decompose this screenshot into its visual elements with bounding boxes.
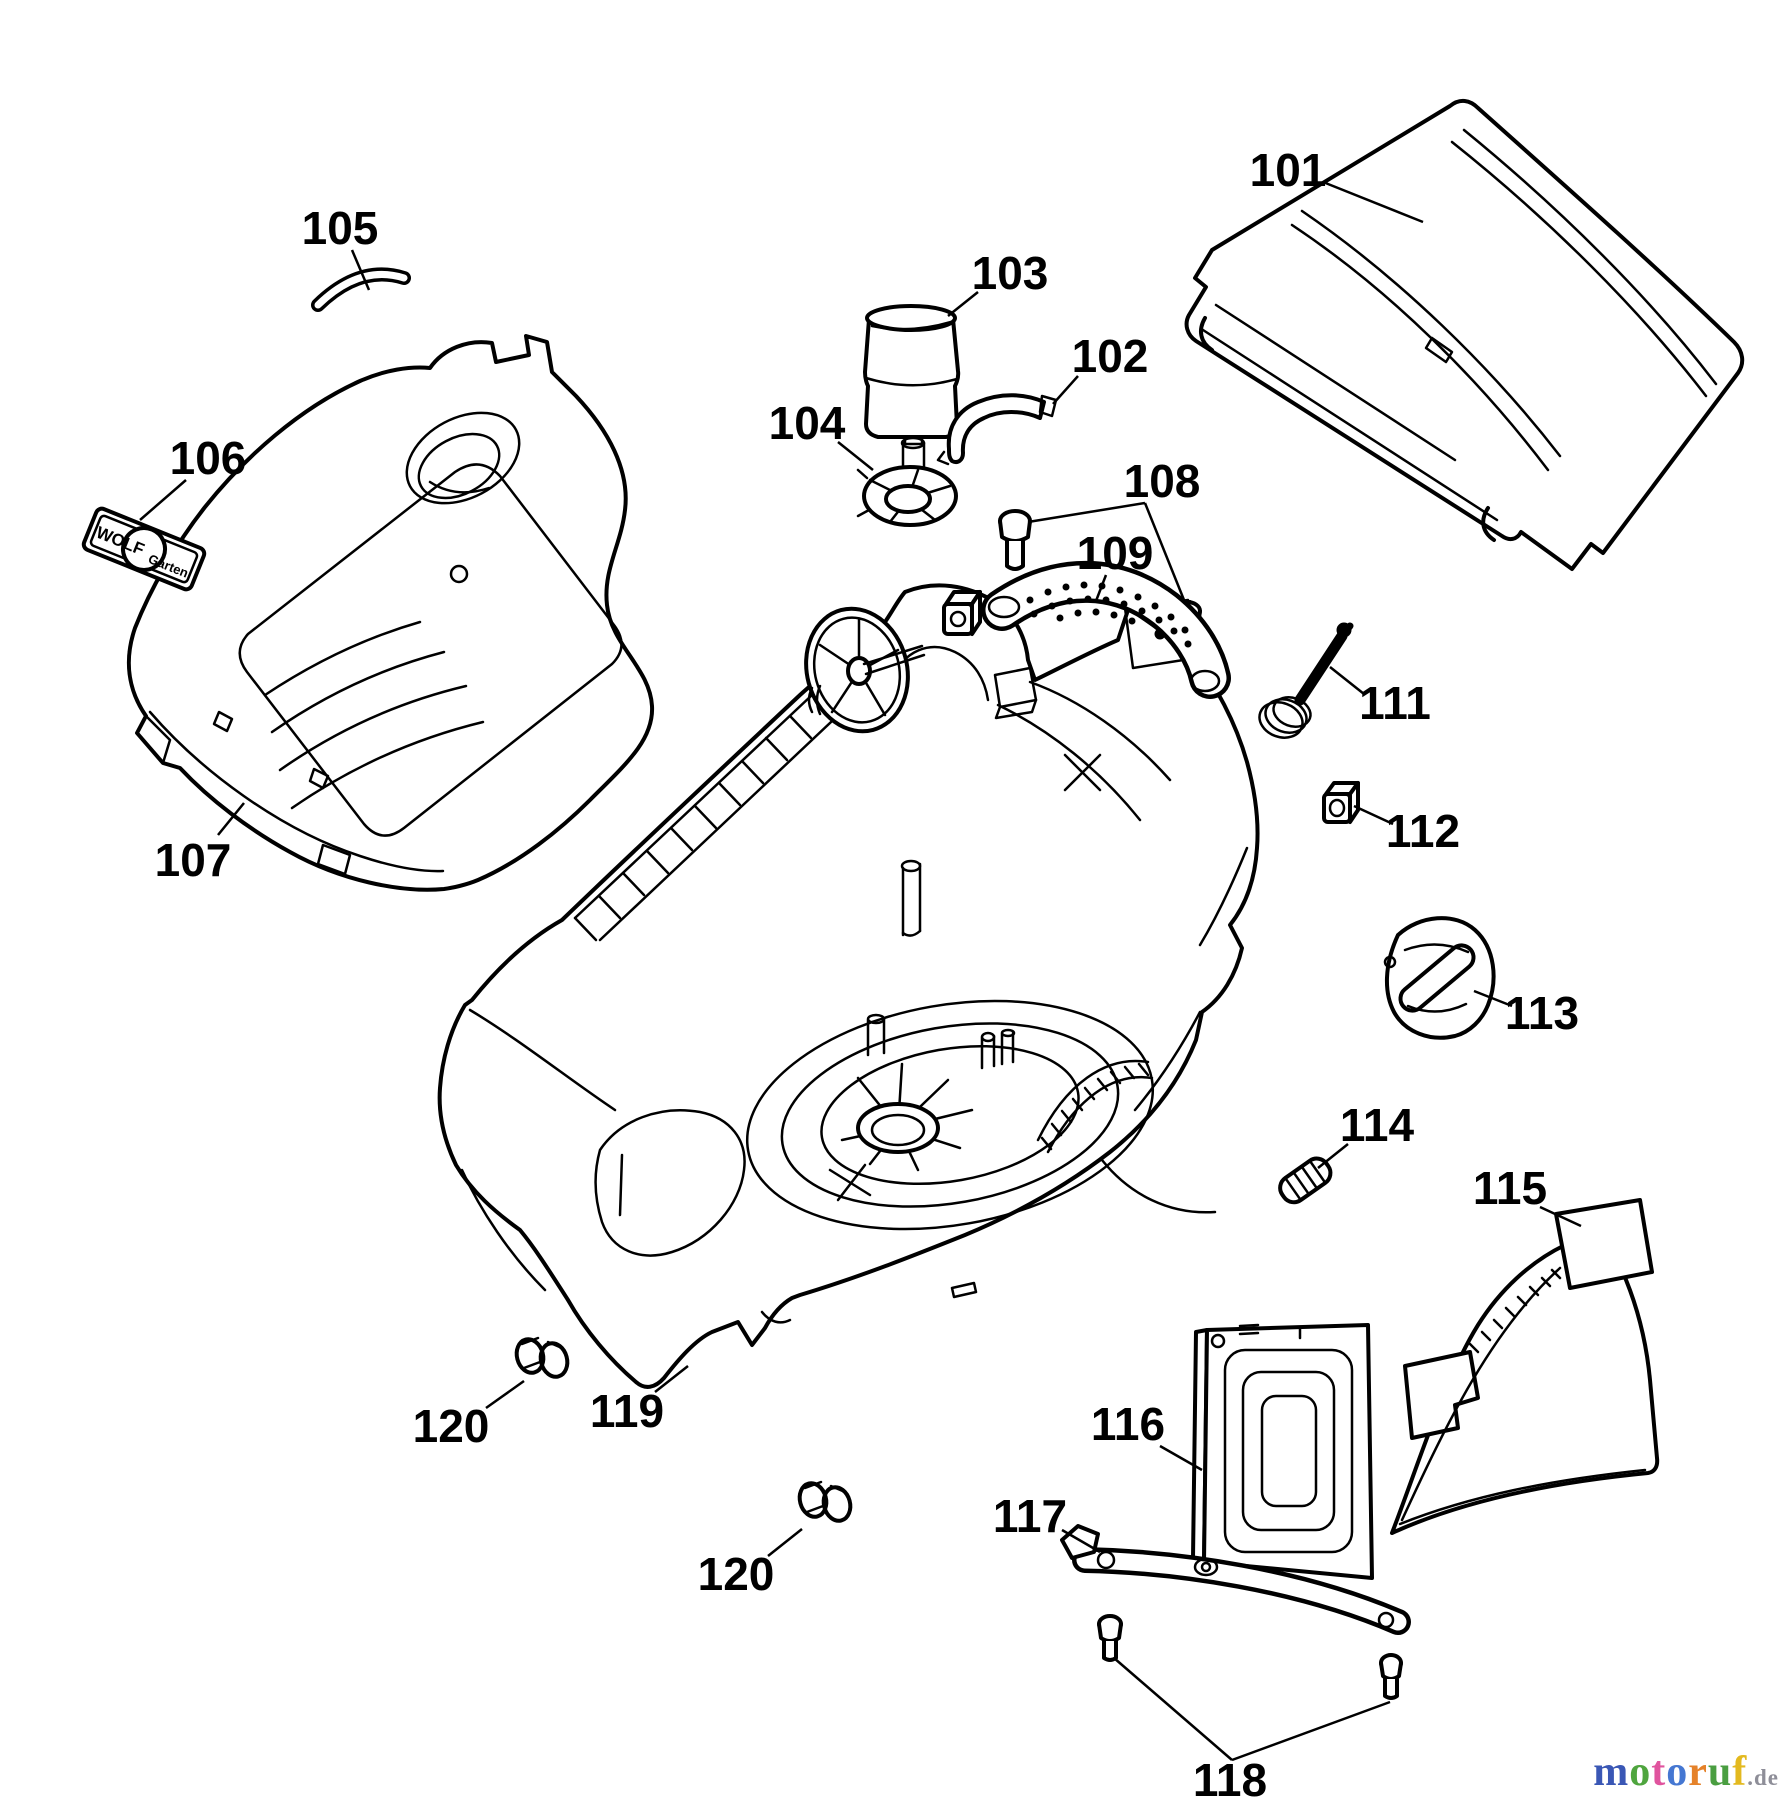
watermark-letter: o <box>1629 1749 1652 1795</box>
wheel-pulley <box>804 606 926 734</box>
part-label-118: 118 <box>1193 1754 1267 1800</box>
part-105-trim-strip <box>311 267 411 312</box>
part-109-handle-grip <box>981 560 1231 699</box>
part-112-square-nut <box>1322 781 1360 824</box>
screw-icon <box>1097 1614 1123 1662</box>
screw-icon <box>1379 1653 1403 1700</box>
part-label-104: 104 <box>769 397 846 449</box>
hood-cable-hole <box>405 411 521 505</box>
watermark-brand: motoruf <box>1593 1749 1747 1795</box>
part-102-lever <box>936 393 1058 466</box>
part-118-screws <box>1097 1614 1403 1700</box>
part-label-103: 103 <box>972 247 1049 299</box>
part-label-114: 114 <box>1340 1099 1415 1151</box>
watermark-letter: t <box>1651 1749 1667 1795</box>
part-label-112: 112 <box>1386 805 1460 857</box>
screw-icon <box>998 509 1032 571</box>
part-120-clip-b <box>797 1480 853 1523</box>
part-label-120a: 120 <box>413 1400 490 1452</box>
part-label-105: 105 <box>302 202 379 254</box>
watermark-letter: f <box>1732 1749 1748 1795</box>
square-nut <box>942 590 982 636</box>
part-103-insert-cup <box>863 304 961 446</box>
part-label-119: 119 <box>590 1385 664 1437</box>
scale-ticks <box>1468 1268 1562 1354</box>
part-label-120b: 120 <box>698 1548 775 1600</box>
part-label-102: 102 <box>1072 330 1149 382</box>
part-101-rear-flap <box>1184 99 1745 571</box>
part-label-109: 109 <box>1077 527 1154 579</box>
watermark-letter: u <box>1707 1749 1733 1795</box>
part-119-chassis-housing <box>437 583 1260 1389</box>
part-label-106: 106 <box>170 432 247 484</box>
part-label-101: 101 <box>1250 144 1327 196</box>
part-label-111: 111 <box>1359 677 1431 729</box>
watermark-logo[interactable]: motoruf.de <box>1593 1748 1779 1796</box>
part-label-108: 108 <box>1124 455 1201 507</box>
part-label-113: 113 <box>1505 987 1579 1039</box>
leader-lines <box>139 180 1582 1762</box>
part-label-115: 115 <box>1473 1162 1547 1214</box>
grip-perforations <box>1026 581 1192 648</box>
watermark-suffix: .de <box>1747 1765 1779 1790</box>
part-117-bracket <box>1060 1524 1411 1635</box>
part-106-brand-badge: WOLF Garten <box>81 506 207 592</box>
part-114-bushing <box>1278 1156 1333 1205</box>
part-113-adjuster-knob <box>1383 916 1496 1040</box>
watermark-letter: m <box>1593 1749 1630 1795</box>
part-115-side-cover <box>1390 1198 1660 1535</box>
watermark-letter: r <box>1688 1749 1708 1795</box>
part-label-117: 117 <box>993 1490 1067 1542</box>
comb-teeth <box>1040 1062 1150 1151</box>
part-104-fan-hub <box>856 436 958 527</box>
part-label-116: 116 <box>1091 1398 1165 1450</box>
part-116-cover-plate <box>1191 1323 1374 1580</box>
watermark-letter: o <box>1666 1749 1689 1795</box>
part-labels: 101 105 103 102 104 106 108 109 111 112 … <box>155 144 1579 1800</box>
part-111-spring-pin <box>1258 622 1354 739</box>
part-label-107: 107 <box>155 834 232 886</box>
part-107-motor-hood <box>126 334 655 892</box>
part-120-clip-a <box>514 1336 570 1379</box>
